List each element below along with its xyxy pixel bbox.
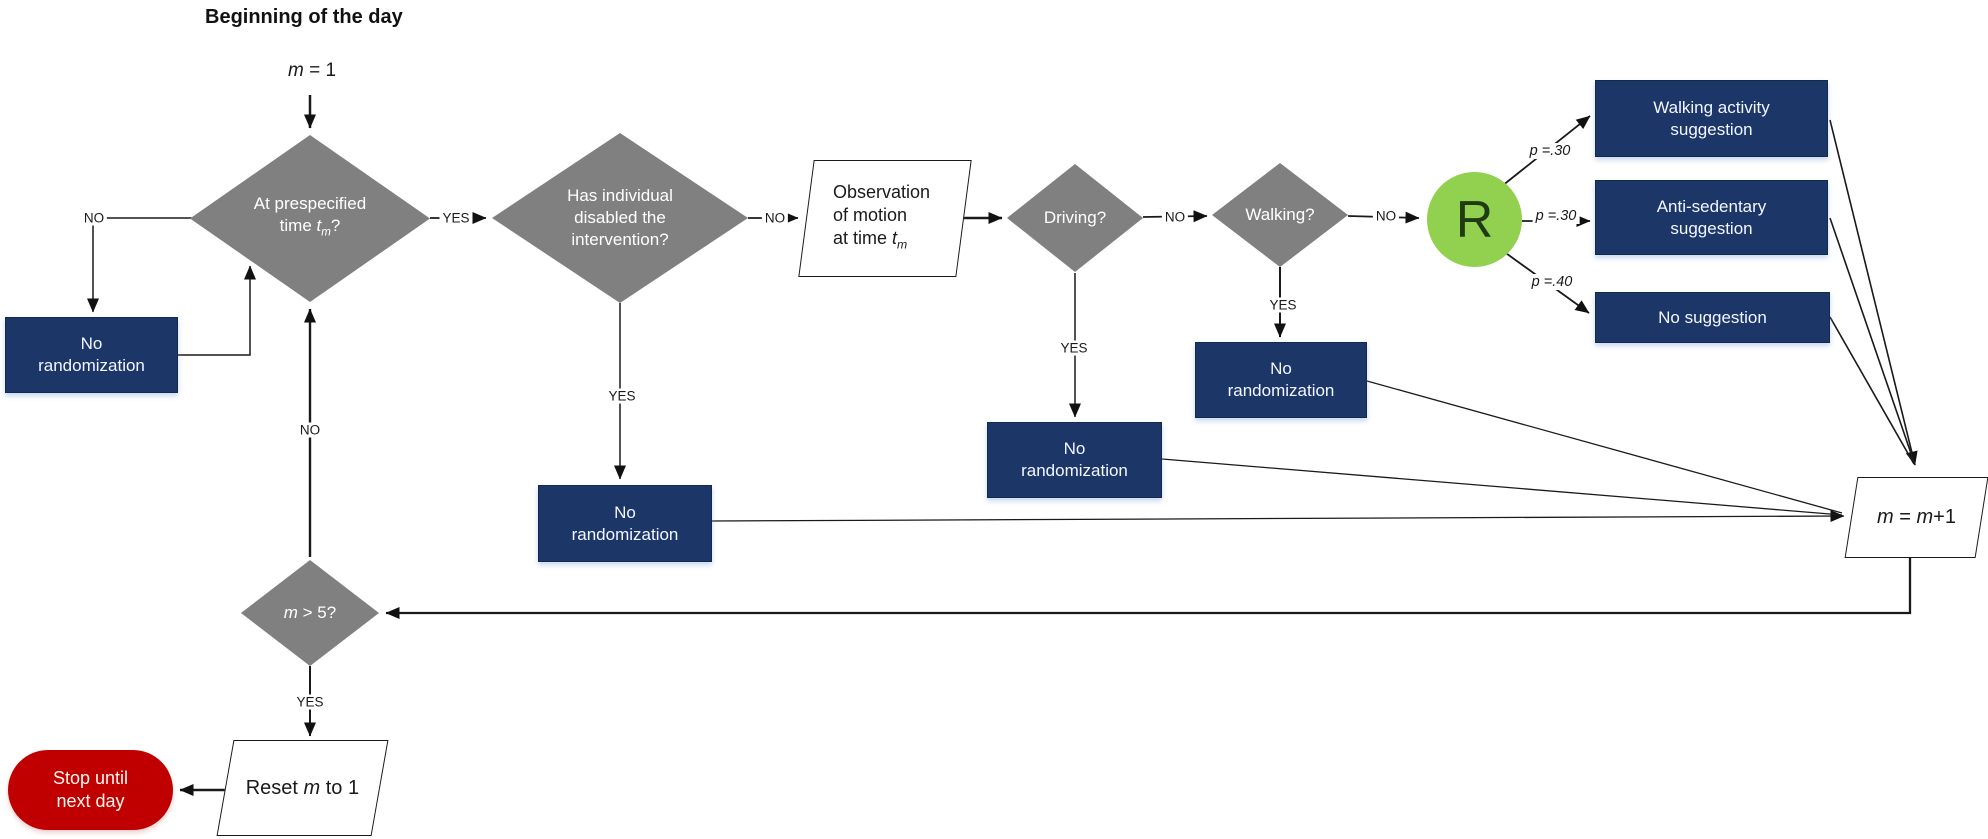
edge-label-driving-yes: YES bbox=[1057, 340, 1091, 356]
decision-walking-label: Walking? bbox=[1245, 205, 1315, 224]
edge-label-p-walking: p =.30 bbox=[1526, 143, 1574, 159]
box-no-randomization-start-label: No randomization bbox=[38, 333, 145, 377]
edge-label-disabled-yes: YES bbox=[605, 388, 639, 404]
edge-start-no bbox=[87, 217, 192, 313]
edge-nosugg-to-incr bbox=[1829, 316, 1915, 465]
box-anti-sedentary-suggestion: Anti-sedentary suggestion bbox=[1595, 180, 1828, 255]
edge-label-walking-no: NO bbox=[1372, 208, 1400, 224]
box-no-suggestion-label: No suggestion bbox=[1658, 307, 1767, 327]
decision-prespecified-time-label: At prespecified time tm? bbox=[254, 193, 366, 243]
start-line2-post: ? bbox=[330, 216, 341, 236]
m-init-var: m bbox=[287, 60, 304, 81]
page-title: Beginning of the day bbox=[205, 6, 403, 28]
process-observation-label: Observation of motion at time tm bbox=[807, 181, 963, 257]
start-line2-sub: m bbox=[321, 226, 331, 239]
edge-norand2-to-incr bbox=[711, 510, 1845, 523]
randomizer-circle: R bbox=[1427, 172, 1522, 267]
norand3-line1: No bbox=[1063, 439, 1086, 458]
box-no-randomization-walking-label: No randomization bbox=[1228, 358, 1335, 402]
terminator-stop-label: Stop until next day bbox=[53, 767, 128, 813]
obs-line3-pre: at time bbox=[833, 227, 893, 248]
box-no-randomization-start: No randomization bbox=[5, 317, 178, 393]
decision-m-greater-5-label: m > 5? bbox=[284, 602, 336, 624]
m-init-label: m = 1 bbox=[288, 60, 336, 82]
box-no-randomization-disabled-label: No randomization bbox=[572, 502, 679, 546]
obs-line1: Observation bbox=[833, 181, 931, 202]
edge-label-driving-no: NO bbox=[1161, 209, 1189, 225]
process-observation: Observation of motion at time tm bbox=[798, 160, 972, 277]
asugg-line1: Anti-sedentary bbox=[1656, 196, 1767, 216]
m5-post: > 5? bbox=[297, 603, 337, 622]
wsugg-line1: Walking activity bbox=[1653, 97, 1770, 117]
terminator-stop: Stop until next day bbox=[8, 750, 173, 830]
edge-norand1-return bbox=[178, 265, 256, 356]
disabled-line1: Has individual bbox=[567, 186, 673, 205]
reset-pre: Reset bbox=[245, 776, 304, 799]
start-line1: At prespecified bbox=[253, 194, 367, 214]
obs-line3-sub: m bbox=[897, 237, 908, 252]
edge-label-m5-yes: YES bbox=[293, 694, 327, 710]
norand4-line1: No bbox=[1270, 359, 1292, 378]
edge-norand4-to-incr bbox=[1366, 380, 1843, 514]
process-increment-m: m = m+1 bbox=[1844, 477, 1988, 558]
box-walking-activity-suggestion-label: Walking activity suggestion bbox=[1653, 97, 1770, 141]
edge-label-walking-yes: YES bbox=[1266, 297, 1300, 313]
reset-post: to 1 bbox=[320, 776, 360, 799]
disabled-line2: disabled the bbox=[574, 208, 666, 227]
box-no-randomization-driving: No randomization bbox=[987, 422, 1162, 498]
incr-var1: m bbox=[1877, 506, 1894, 528]
obs-line2: of motion bbox=[833, 204, 908, 225]
edge-label-disabled-no: NO bbox=[761, 210, 789, 226]
m-init-rest: = 1 bbox=[303, 60, 337, 81]
box-walking-activity-suggestion: Walking activity suggestion bbox=[1595, 80, 1828, 157]
start-line2-pre: time bbox=[279, 216, 317, 236]
box-no-randomization-driving-label: No randomization bbox=[1021, 438, 1128, 482]
edge-label-p-none: p =.40 bbox=[1528, 274, 1576, 290]
box-no-randomization-walking: No randomization bbox=[1195, 342, 1367, 418]
edge-incr-to-m5 bbox=[385, 558, 1912, 619]
edge-label-p-anti: p =.30 bbox=[1532, 208, 1580, 224]
incr-var2: m bbox=[1916, 506, 1934, 528]
wsugg-line2: suggestion bbox=[1670, 119, 1753, 139]
norand1-line2: randomization bbox=[38, 356, 145, 375]
edge-label-m5-no: NO bbox=[296, 422, 324, 438]
incr-mid: = bbox=[1893, 506, 1917, 528]
box-no-suggestion: No suggestion bbox=[1595, 292, 1830, 343]
edge-antised-to-incr bbox=[1829, 217, 1916, 466]
edge-walkingsugg-to-incr bbox=[1829, 119, 1918, 466]
decision-intervention-disabled-label: Has individual disabled the intervention… bbox=[567, 185, 673, 251]
incr-post: +1 bbox=[1933, 506, 1956, 528]
stop-line1: Stop until bbox=[52, 768, 129, 788]
process-reset-m: Reset m to 1 bbox=[216, 740, 389, 836]
randomizer-label: R bbox=[1455, 190, 1494, 249]
start-line2-var: t bbox=[316, 216, 322, 236]
disabled-line3: intervention? bbox=[571, 230, 669, 249]
norand1-line1: No bbox=[80, 334, 103, 353]
norand3-line2: randomization bbox=[1021, 461, 1128, 480]
edge-label-start-no: NO bbox=[80, 210, 108, 226]
decision-driving-label: Driving? bbox=[1043, 208, 1107, 227]
norand2-line1: No bbox=[614, 502, 636, 522]
edge-label-start-yes: YES bbox=[439, 210, 473, 226]
reset-var: m bbox=[303, 776, 321, 799]
asugg-line2: suggestion bbox=[1670, 218, 1753, 238]
stop-line2: next day bbox=[56, 791, 125, 811]
process-reset-m-label: Reset m to 1 bbox=[226, 777, 379, 800]
process-increment-m-label: m = m+1 bbox=[1852, 506, 1981, 529]
m5-var: m bbox=[283, 603, 298, 622]
edge-norand3-to-incr bbox=[1161, 458, 1843, 516]
box-anti-sedentary-suggestion-label: Anti-sedentary suggestion bbox=[1657, 196, 1767, 240]
box-no-randomization-disabled: No randomization bbox=[538, 485, 712, 562]
norand4-line2: randomization bbox=[1227, 381, 1335, 400]
norand2-line2: randomization bbox=[571, 524, 679, 544]
